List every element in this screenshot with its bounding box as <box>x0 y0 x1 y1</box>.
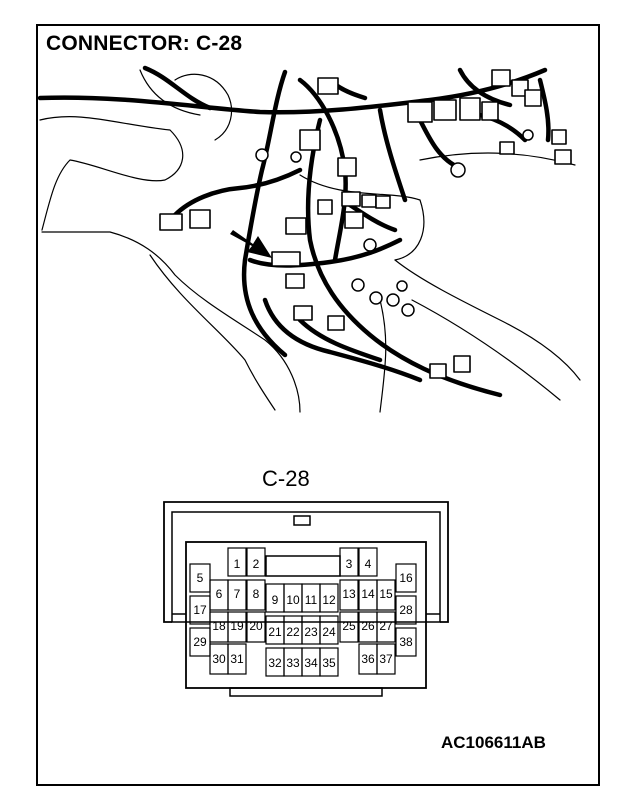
figure-code: AC106611AB <box>441 733 546 752</box>
pin-21: 21 <box>268 625 282 639</box>
pin-14: 14 <box>361 587 375 601</box>
pin-13: 13 <box>342 587 356 601</box>
grommets <box>255 129 534 317</box>
pin-31: 31 <box>230 652 244 666</box>
pin-11: 11 <box>305 593 318 607</box>
pin-30: 30 <box>212 652 226 666</box>
pin-9: 9 <box>272 593 279 607</box>
pin-37: 37 <box>379 652 393 666</box>
pin-cavities <box>189 547 417 677</box>
pin-17: 17 <box>193 603 207 617</box>
connector-label: C-28 <box>262 466 310 491</box>
pin-12: 12 <box>322 593 336 607</box>
pointer-arrow <box>230 230 272 258</box>
pin-28: 28 <box>399 603 413 617</box>
pin-18: 18 <box>212 619 226 633</box>
pin-15: 15 <box>379 587 393 601</box>
pin-25: 25 <box>342 619 356 633</box>
pin-33: 33 <box>286 656 300 670</box>
pin-32: 32 <box>268 656 282 670</box>
pin-22: 22 <box>286 625 300 639</box>
connector-bodies <box>159 69 572 379</box>
page-title: CONNECTOR: C-28 <box>46 32 243 55</box>
pin-38: 38 <box>399 635 413 649</box>
pin-23: 23 <box>304 625 318 639</box>
pin-35: 35 <box>322 656 336 670</box>
pin-3: 3 <box>346 557 353 571</box>
figure-frame <box>36 24 600 786</box>
pin-8: 8 <box>253 587 260 601</box>
pin-29: 29 <box>193 635 207 649</box>
pin-10: 10 <box>286 593 300 607</box>
pin-16: 16 <box>399 571 413 585</box>
pin-26: 26 <box>361 619 375 633</box>
pin-numbers: 1 2 3 4 5 16 6 7 8 9 10 11 12 13 14 15 1… <box>193 557 413 670</box>
pin-7: 7 <box>234 587 241 601</box>
pin-2: 2 <box>253 557 260 571</box>
pin-34: 34 <box>304 656 318 670</box>
pin-27: 27 <box>379 619 393 633</box>
pin-4: 4 <box>365 557 372 571</box>
pin-1: 1 <box>234 557 241 571</box>
pin-36: 36 <box>361 652 375 666</box>
pin-19: 19 <box>230 619 244 633</box>
dashboard-outline <box>39 69 581 413</box>
pin-6: 6 <box>216 587 223 601</box>
pin-5: 5 <box>197 571 204 585</box>
pin-20: 20 <box>249 619 263 633</box>
pin-24: 24 <box>322 625 336 639</box>
